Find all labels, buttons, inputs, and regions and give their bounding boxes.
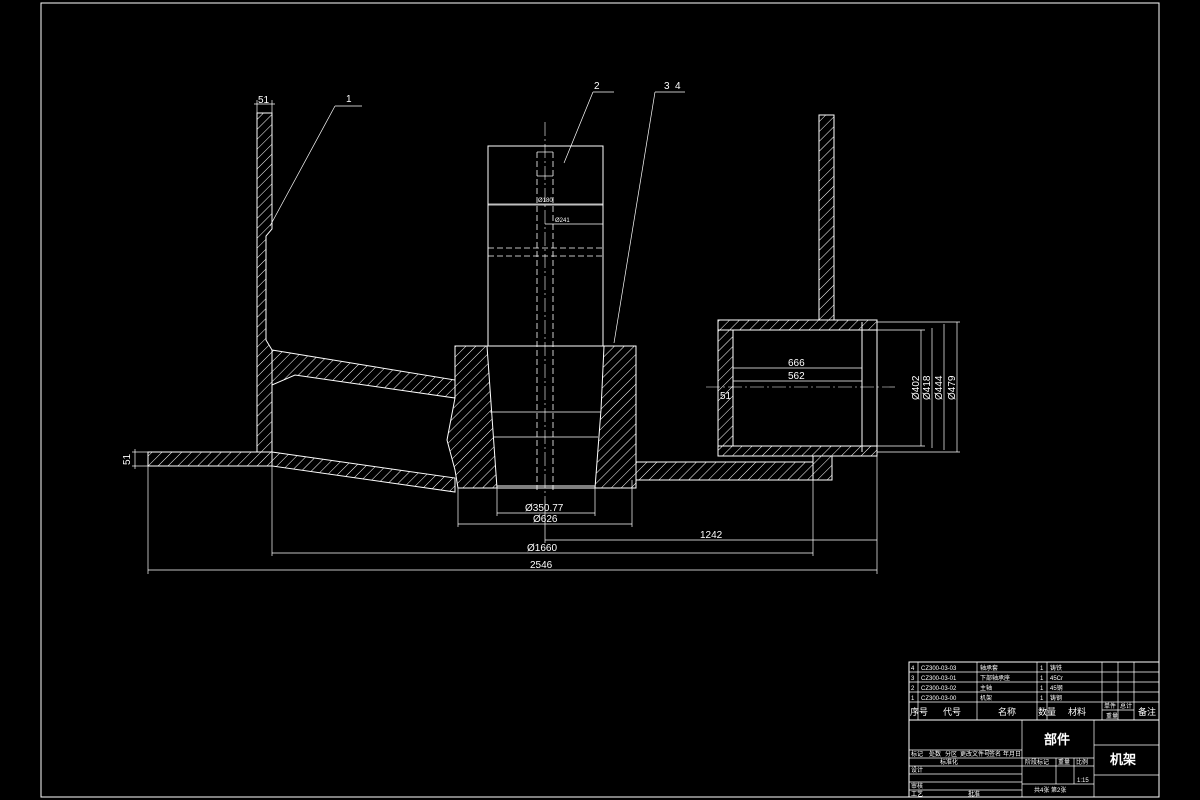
role-process: 工艺 [911, 790, 923, 798]
header-remark: 备注 [1138, 706, 1156, 717]
part-no: 3 [911, 676, 915, 682]
dim-base-left: 51 [122, 453, 133, 465]
dim-pipe-inner: 562 [788, 371, 805, 382]
scale-label: 比例 [1076, 758, 1088, 766]
dim-d3: Ø444 [934, 375, 945, 400]
parts-row: 3 CZ300-03-01 下部轴承座 1 45Cr [911, 674, 1063, 682]
part-no: 4 [911, 666, 915, 672]
dim-d2: Ø418 [922, 375, 933, 400]
parts-table: 4 CZ300-03-03 轴承套 1 铸铁 3 CZ300-03-01 下部轴… [910, 664, 1156, 720]
part-qty: 1 [1040, 676, 1044, 682]
part-name: 下部轴承座 [980, 674, 1010, 682]
dim-shaft-2: Ø241 [555, 218, 570, 224]
part-no: 1 [911, 696, 915, 702]
parts-row: 2 CZ300-03-02 主轴 1 45钢 [911, 684, 1063, 692]
rev-sign: 签名 [989, 750, 1001, 758]
header-total-weight: 总计 [1120, 702, 1132, 710]
revision-block: 标记 处数 分区 更改文件号 签名 年月日 设计 标准化 审核 工艺 批准 阶段… [911, 750, 1089, 798]
dim-span: Ø1660 [527, 543, 557, 554]
role-design: 设计 [911, 766, 923, 774]
part-code: CZ300-03-03 [921, 666, 957, 672]
header-unit-weight: 单件 [1104, 702, 1116, 710]
scale-value: 1:15 [1077, 778, 1089, 784]
parts-row: 1 CZ300-03-00 机架 1 铸钢 [911, 694, 1062, 702]
part-name: 轴承套 [980, 664, 998, 672]
drawing-frame [40, 2, 1160, 798]
rev-count: 处数 [929, 750, 941, 758]
parts-row: 4 CZ300-03-03 轴承套 1 铸铁 [911, 664, 1062, 672]
callout-4: 4 [675, 81, 681, 92]
callout-3: 3 [664, 81, 670, 92]
dim-d4: Ø479 [947, 375, 958, 400]
dim-shaft-1: Ø180 [538, 198, 553, 204]
header-weight: 重量 [1106, 712, 1118, 720]
part-code: CZ300-03-00 [921, 696, 957, 702]
hub-section [446, 345, 637, 489]
part-mat: 铸钢 [1050, 694, 1062, 702]
rev-date: 年月日 [1003, 750, 1021, 758]
dim-bore: Ø350.77 [525, 503, 564, 514]
part-code: CZ300-03-01 [921, 676, 957, 682]
header-no: 序号 [910, 706, 928, 717]
part-qty: 1 [1040, 686, 1044, 692]
part-name: 主轴 [980, 684, 992, 692]
dim-offset: 1242 [700, 530, 723, 541]
part-mat: 45钢 [1050, 684, 1063, 692]
header-qty: 数量 [1038, 706, 1056, 717]
dimension-lines [132, 100, 960, 574]
rev-zone: 分区 [945, 750, 957, 758]
callout-leaders [269, 91, 685, 344]
part-qty: 1 [1040, 666, 1044, 672]
dim-pipe-outer: 666 [788, 358, 805, 369]
role-standard: 标准化 [940, 758, 958, 766]
frame-body-section [147, 112, 833, 493]
part-qty: 1 [1040, 696, 1044, 702]
rev-mark: 标记 [911, 750, 923, 758]
stage-label: 阶段标记 [1025, 758, 1049, 766]
part-no: 2 [911, 686, 915, 692]
drawing-name: 机架 [1110, 752, 1136, 767]
part-mat: 45Cr [1050, 676, 1063, 682]
title-block [908, 661, 1160, 798]
shaft [487, 122, 604, 500]
rev-doc: 更改文件号 [960, 750, 990, 758]
callout-1: 1 [346, 94, 352, 105]
role-review: 审核 [911, 782, 923, 790]
header-mat: 材料 [1068, 706, 1086, 717]
header-name: 名称 [998, 706, 1016, 717]
callout-2: 2 [594, 81, 600, 92]
part-code: CZ300-03-02 [921, 686, 957, 692]
part-name: 机架 [980, 694, 992, 702]
dim-hub: Ø626 [533, 514, 558, 525]
right-wall-pipe [706, 114, 895, 481]
dim-overall: 2546 [530, 560, 553, 571]
assembly-label: 部件 [1044, 732, 1070, 747]
weight-label: 重量 [1058, 758, 1070, 766]
dim-d1: Ø402 [911, 375, 922, 400]
header-code: 代号 [943, 707, 961, 717]
part-mat: 铸铁 [1050, 664, 1062, 672]
role-approve: 批准 [968, 790, 980, 798]
dim-wall-left: 51 [258, 95, 270, 106]
sheet-count: 共4张 第2张 [1034, 786, 1066, 794]
dim-pipe-left: 51 [720, 391, 732, 402]
